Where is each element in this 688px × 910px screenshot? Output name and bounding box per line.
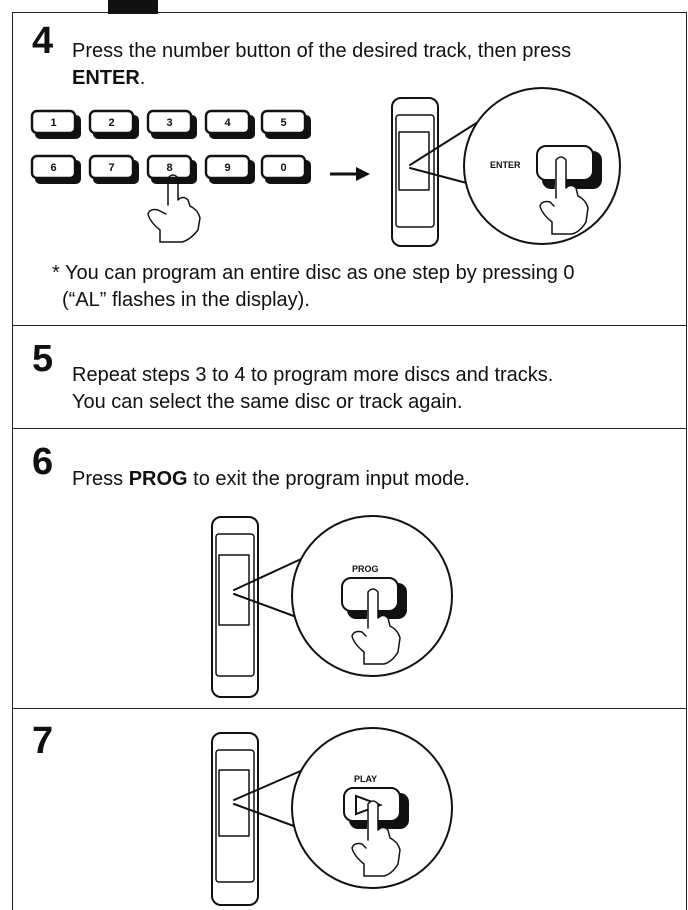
note-line-1: * You can program an entire disc as one … xyxy=(52,262,575,284)
key-9-label: 9 xyxy=(224,162,230,174)
key-8-label: 8 xyxy=(166,162,172,174)
enter-button-label: ENTER xyxy=(490,160,521,170)
step-7-number: 7 xyxy=(32,720,54,762)
key-5-label: 5 xyxy=(280,117,286,129)
step-6-text-a: Press xyxy=(72,468,129,490)
step-4-text-a: Press the number button of the desired t… xyxy=(72,40,572,62)
enter-callout-circle: ENTER xyxy=(409,87,621,245)
key-8: 8 xyxy=(146,154,197,184)
divider-3 xyxy=(12,708,687,709)
play-button-label: PLAY xyxy=(354,774,377,784)
instruction-frame xyxy=(12,12,687,910)
step-5-line-2: You can select the same disc or track ag… xyxy=(72,391,463,413)
key-2: 2 xyxy=(88,109,139,139)
step-5-line-1: Repeat steps 3 to 4 to program more disc… xyxy=(72,364,554,386)
key-0: 0 xyxy=(260,154,311,184)
key-3-label: 3 xyxy=(166,117,172,129)
divider-1 xyxy=(12,325,687,326)
key-4-label: 4 xyxy=(224,117,231,129)
hand-press-icon xyxy=(147,174,201,243)
step-4-number: 4 xyxy=(32,20,54,62)
key-7: 7 xyxy=(88,154,139,184)
step-6-text-b: to exit the program input mode. xyxy=(187,468,470,490)
key-6-label: 6 xyxy=(50,162,56,174)
prog-callout-circle: PROG xyxy=(233,515,453,677)
prog-button-label: PROG xyxy=(352,564,379,574)
key-5: 5 xyxy=(260,109,311,139)
header-bar-fragment xyxy=(108,0,158,14)
arrow-right-icon xyxy=(330,167,370,181)
step-6-number: 6 xyxy=(32,441,54,483)
key-0-label: 0 xyxy=(280,162,286,174)
remote-control-icon xyxy=(211,732,259,906)
step-4-enter-label: ENTER xyxy=(72,67,140,89)
step-4-text-b: . xyxy=(139,67,146,89)
key-2-label: 2 xyxy=(108,117,114,129)
key-4: 4 xyxy=(204,109,255,139)
step-5-number: 5 xyxy=(32,338,54,380)
key-9: 9 xyxy=(204,154,255,184)
key-1: 1 xyxy=(30,109,81,139)
remote-control-icon xyxy=(211,516,259,698)
key-6: 6 xyxy=(30,154,81,184)
key-7-label: 7 xyxy=(108,162,114,174)
remote-control-icon xyxy=(391,97,439,247)
divider-2 xyxy=(12,428,687,429)
key-3: 3 xyxy=(146,109,197,139)
step-6-prog-label: PROG xyxy=(128,468,188,490)
step-4-text: Press the number button of the desired t… xyxy=(72,38,632,92)
key-1-label: 1 xyxy=(50,117,56,129)
note-line-2: (“AL” flashes in the display). xyxy=(62,289,310,311)
play-callout-circle: PLAY xyxy=(233,727,453,889)
step-6-text: Press PROG to exit the program input mod… xyxy=(72,466,470,493)
